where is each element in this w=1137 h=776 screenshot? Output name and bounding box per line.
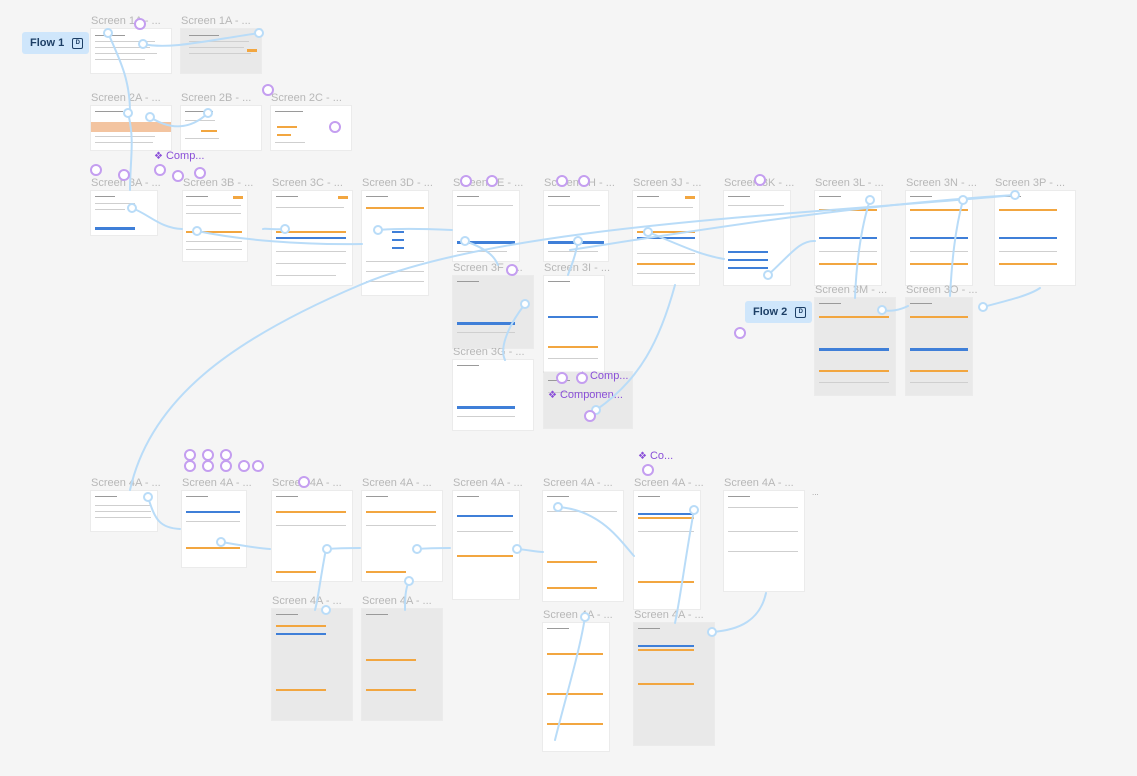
- component-label[interactable]: ❖Comp...: [154, 150, 205, 162]
- connection-wire: [982, 287, 1041, 308]
- component-icon: ❖: [638, 451, 647, 462]
- screen-label[interactable]: Screen 4A - ...: [272, 595, 342, 607]
- screen-thumbnail[interactable]: [91, 106, 171, 150]
- screen-label[interactable]: Screen 4A - ...: [543, 609, 613, 621]
- screen-thumbnail[interactable]: [995, 191, 1075, 285]
- comment-marker: [202, 460, 214, 472]
- screen-thumbnail[interactable]: [815, 191, 881, 285]
- screen-label[interactable]: Screen 1A - ...: [181, 15, 251, 27]
- screen-thumbnail[interactable]: [182, 491, 246, 567]
- screen-thumbnail[interactable]: [362, 609, 442, 720]
- screen-label[interactable]: Screen 3E - ...: [453, 177, 524, 189]
- screen-thumbnail[interactable]: [272, 491, 352, 581]
- comment-marker: [220, 460, 232, 472]
- comment-marker: [184, 460, 196, 472]
- comment-marker: [184, 449, 196, 461]
- flow-1-chip[interactable]: Flow 1 D: [22, 32, 90, 54]
- component-label[interactable]: ❖Co...: [638, 450, 674, 462]
- play-icon[interactable]: D: [795, 306, 807, 318]
- screen-label[interactable]: Screen 2B - ...: [181, 92, 252, 104]
- component-label[interactable]: ❖Componen...: [548, 389, 623, 401]
- screen-thumbnail[interactable]: [91, 491, 157, 531]
- screen-label[interactable]: Screen 3L - ...: [815, 177, 884, 189]
- screen-label[interactable]: Screen 4A - ...: [634, 477, 704, 489]
- screen-label[interactable]: Screen 4A - ...: [91, 477, 161, 489]
- screen-label[interactable]: Screen 3J - ...: [633, 177, 702, 189]
- screen-label[interactable]: Screen 4A - ...: [182, 477, 252, 489]
- comment-marker: [238, 460, 250, 472]
- screen-label[interactable]: Screen 3B - ...: [183, 177, 254, 189]
- screen-thumbnail[interactable]: [91, 191, 157, 235]
- screen-label[interactable]: Screen 3F - ...: [453, 262, 523, 274]
- comment-marker: [734, 327, 746, 339]
- component-label[interactable]: ❖Comp...: [578, 370, 629, 382]
- comment-marker: [252, 460, 264, 472]
- screen-thumbnail[interactable]: [362, 191, 428, 295]
- screen-label[interactable]: Screen 2C - ...: [271, 92, 342, 104]
- stray-ellipsis: ...: [812, 488, 819, 497]
- flow-label: Flow 1: [30, 37, 65, 49]
- screen-label[interactable]: Screen 4A - ...: [634, 609, 704, 621]
- screen-label[interactable]: Screen 3K - ...: [724, 177, 795, 189]
- screen-thumbnail[interactable]: [544, 276, 604, 372]
- component-icon: ❖: [154, 151, 163, 162]
- screen-thumbnail[interactable]: [544, 191, 608, 261]
- screen-thumbnail[interactable]: [634, 491, 700, 609]
- screen-thumbnail[interactable]: [181, 106, 261, 150]
- screen-thumbnail[interactable]: [272, 191, 352, 285]
- screen-label[interactable]: Screen 4A - ...: [543, 477, 613, 489]
- component-icon: ❖: [548, 390, 557, 401]
- screen-label[interactable]: Screen 3O - ...: [906, 284, 978, 296]
- screen-label[interactable]: Screen 3A - ...: [91, 177, 161, 189]
- screen-label[interactable]: Screen 3P - ...: [995, 177, 1066, 189]
- screen-thumbnail[interactable]: [181, 29, 261, 73]
- screen-label[interactable]: Screen 4A - ...: [272, 477, 342, 489]
- comment-marker: [202, 449, 214, 461]
- connection-node: [978, 302, 988, 312]
- screen-label[interactable]: Screen 4A - ...: [724, 477, 794, 489]
- screen-label[interactable]: Screen 2A - ...: [91, 92, 161, 104]
- screen-thumbnail[interactable]: [633, 191, 699, 285]
- screen-thumbnail[interactable]: [634, 623, 714, 745]
- screen-thumbnail[interactable]: [453, 191, 519, 261]
- connection-wire: [711, 592, 767, 633]
- component-icon: ❖: [578, 371, 587, 382]
- flow-label: Flow 2: [753, 306, 788, 318]
- screen-label[interactable]: Screen 3M - ...: [815, 284, 888, 296]
- connection-wire: [516, 548, 544, 553]
- screen-thumbnail[interactable]: [271, 106, 351, 150]
- screen-label[interactable]: Screen 4A - ...: [362, 595, 432, 607]
- screen-label[interactable]: Screen 4A - ...: [453, 477, 523, 489]
- comment-marker: [642, 464, 654, 476]
- screen-thumbnail[interactable]: [724, 191, 790, 285]
- screen-thumbnail[interactable]: [362, 491, 442, 581]
- comment-marker: [172, 170, 184, 182]
- screen-label[interactable]: Screen 4A - ...: [362, 477, 432, 489]
- screen-label[interactable]: Screen 3D - ...: [362, 177, 433, 189]
- screen-label[interactable]: Screen 3C - ...: [272, 177, 343, 189]
- screen-thumbnail[interactable]: [453, 491, 519, 599]
- screen-thumbnail[interactable]: [543, 623, 609, 751]
- screen-thumbnail[interactable]: [453, 360, 533, 430]
- screen-label[interactable]: Screen 3H - ...: [544, 177, 615, 189]
- flow-2-chip[interactable]: Flow 2 D: [745, 301, 813, 323]
- screen-thumbnail[interactable]: [906, 191, 972, 285]
- comment-marker: [90, 164, 102, 176]
- screen-thumbnail[interactable]: [91, 29, 171, 73]
- screen-label[interactable]: Screen 3I - ...: [544, 262, 611, 274]
- screen-thumbnail[interactable]: [272, 609, 352, 720]
- screen-label[interactable]: Screen 3N - ...: [906, 177, 977, 189]
- screen-thumbnail[interactable]: [815, 298, 895, 395]
- screen-thumbnail[interactable]: [724, 491, 804, 591]
- comment-marker: [220, 449, 232, 461]
- screen-label[interactable]: Screen 1A - ...: [91, 15, 161, 27]
- screen-thumbnail[interactable]: [183, 191, 247, 261]
- play-icon[interactable]: D: [72, 37, 84, 49]
- screen-thumbnail[interactable]: [543, 491, 623, 601]
- comment-marker: [154, 164, 166, 176]
- screen-thumbnail[interactable]: [453, 276, 533, 348]
- screen-thumbnail[interactable]: [906, 298, 972, 395]
